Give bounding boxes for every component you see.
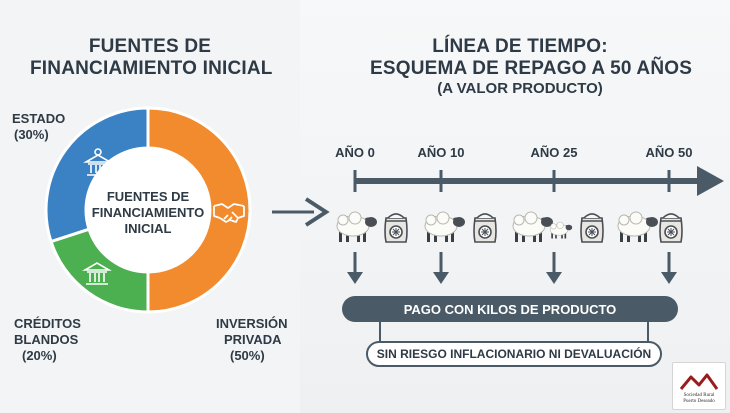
timeline-title-line1: LÍNEA DE TIEMPO:	[432, 36, 608, 57]
government-building-icon	[83, 148, 113, 176]
label-inversion-name1: INVERSIÓN	[216, 316, 288, 331]
donut-center-line3: INICIAL	[124, 221, 172, 236]
wool-sack-icon	[580, 213, 604, 243]
sheep-icon	[336, 211, 377, 242]
label-creditos-pct: (20%)	[22, 348, 57, 363]
donut-center	[86, 148, 210, 272]
sheep-icon	[617, 211, 658, 242]
label-inversion-name2: PRIVADA	[224, 332, 282, 347]
wool-sack-icon	[659, 213, 683, 243]
label-inversion-pct: (50%)	[230, 348, 265, 363]
handshake-icon	[213, 203, 245, 223]
payment-banner: PAGO CON KILOS DE PRODUCTO	[342, 296, 678, 322]
wool-sack-icon	[384, 213, 408, 243]
sheep-icon	[549, 221, 573, 239]
sheep-icon	[512, 211, 553, 242]
sociedad-rural-logo: Sociedad Rural Puerto Deseado	[672, 362, 726, 410]
funding-title-line2: FINANCIAMIENTO INICIAL	[30, 58, 273, 79]
logo-line2: Puerto Deseado	[683, 399, 715, 404]
down-arrow-0	[347, 252, 363, 284]
year-label-25: AÑO 25	[530, 145, 578, 160]
logo-line1: Sociedad Rural	[683, 393, 715, 398]
year-label-10: AÑO 10	[417, 145, 465, 160]
payment-banner-label: PAGO CON KILOS DE PRODUCTO	[403, 301, 617, 317]
down-arrow-25	[546, 252, 562, 284]
inflation-note: SIN RIESGO INFLACIONARIO NI DEVALUACIÓN	[366, 341, 662, 367]
year-label-0: AÑO 0	[335, 145, 375, 160]
timeline-title-line2: ESQUEMA DE REPAGO A 50 AÑOS	[370, 58, 693, 79]
label-estado-name: ESTADO	[12, 111, 66, 126]
timeline-subtitle: (A VALOR PRODUCTO)	[437, 80, 603, 97]
label-creditos-name2: BLANDOS	[14, 332, 79, 347]
sheep-icon	[424, 211, 465, 242]
bank-icon	[82, 262, 112, 285]
donut-center-line1: FUENTES DE	[106, 189, 190, 204]
label-creditos-name1: CRÉDITOS	[14, 316, 81, 331]
wool-sack-icon	[473, 213, 497, 243]
down-arrow-10	[433, 252, 449, 284]
label-estado-pct: (30%)	[14, 127, 49, 142]
year-label-50: AÑO 50	[645, 145, 693, 160]
funding-title-line1: FUENTES DE	[88, 36, 212, 57]
down-arrow-50	[661, 252, 677, 284]
timeline-arrow-head	[697, 166, 724, 196]
donut-center-line2: FINANCIAMIENTO	[91, 205, 205, 220]
inflation-note-label: SIN RIESGO INFLACIONARIO NI DEVALUACIÓN	[376, 347, 652, 361]
connector-arrow-head	[304, 197, 330, 227]
